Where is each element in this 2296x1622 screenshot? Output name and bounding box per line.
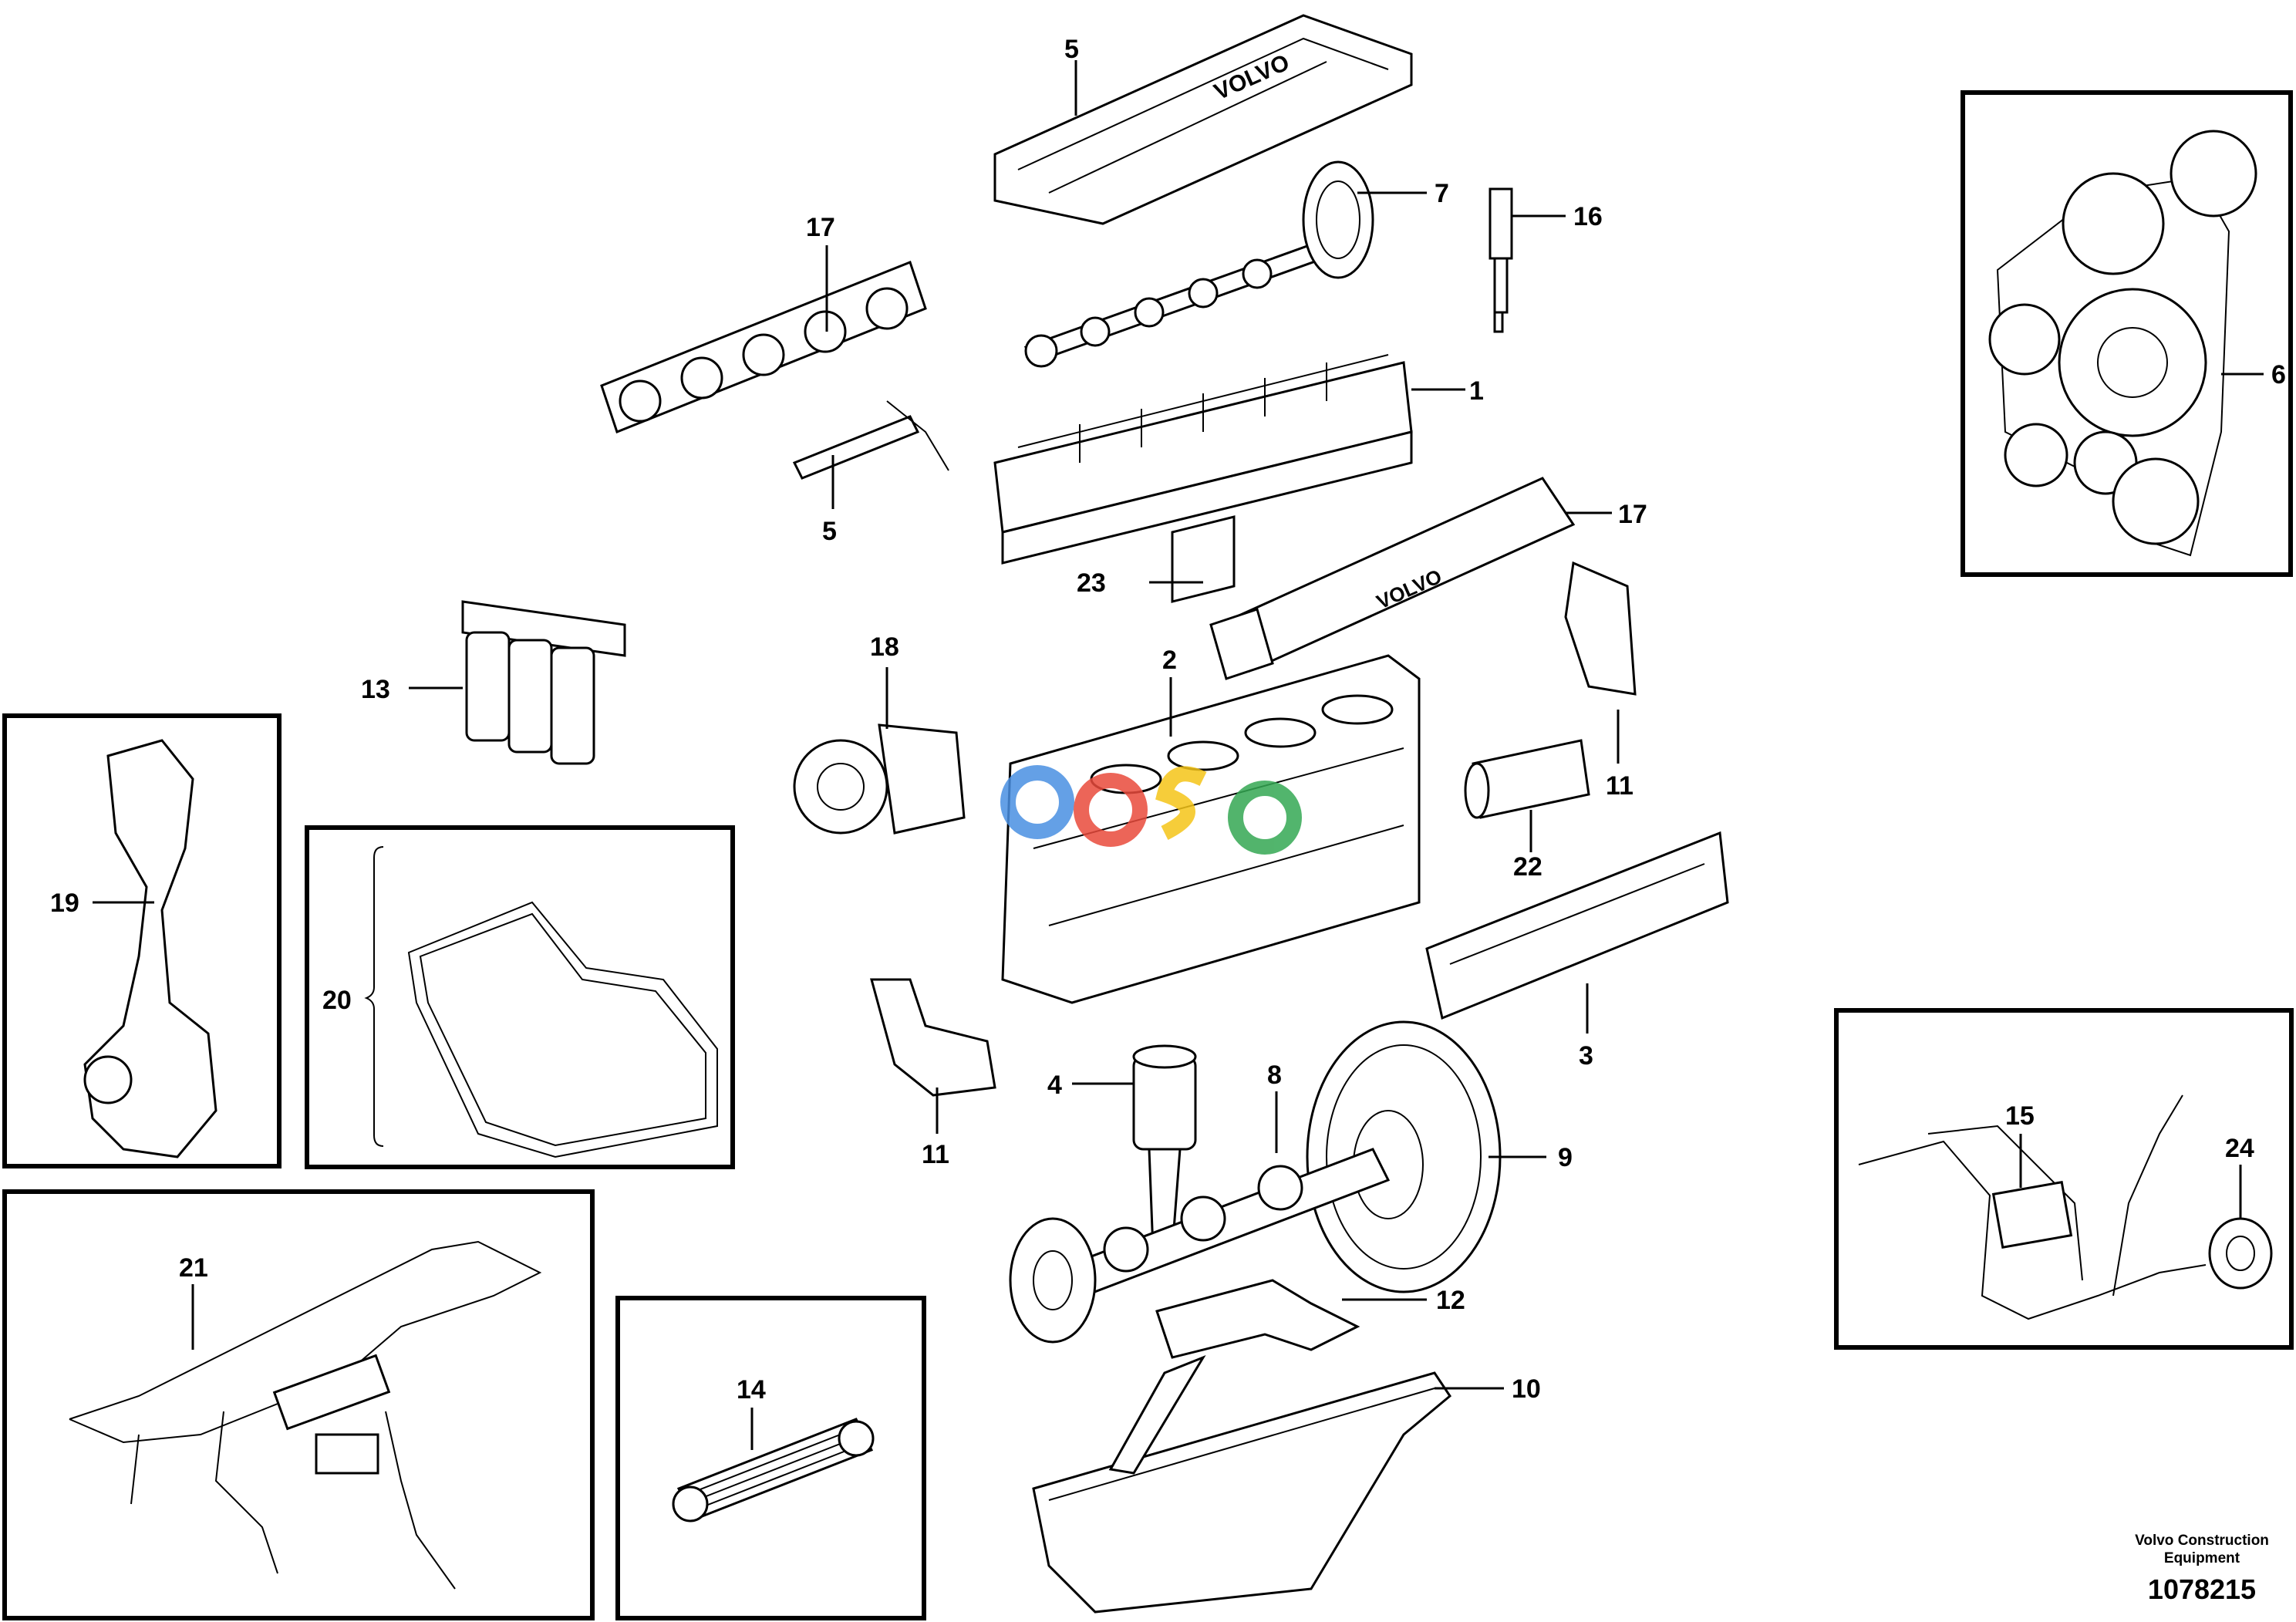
callout-24-feed-pump: 24 — [2225, 1134, 2254, 1163]
callout-8-crankshaft: 8 — [1267, 1061, 1282, 1090]
camshaft — [1023, 160, 1374, 368]
inset-frame-timing-gears — [1961, 90, 2293, 577]
engine-bracket-upper — [1564, 561, 1637, 696]
callout-10-oil-pan: 10 — [1512, 1374, 1541, 1404]
cylinder-head — [993, 354, 1413, 565]
callout-21-wiring-harness: 21 — [179, 1253, 208, 1283]
oil-pan — [1032, 1354, 1451, 1614]
callout-15-fuel-lines: 15 — [2005, 1101, 2035, 1131]
callout-12-oil-pump: 12 — [1436, 1286, 1465, 1315]
callout-5-valve-cover: 5 — [1064, 35, 1079, 64]
inset-frame-wiring-harness — [2, 1189, 595, 1620]
inset-frame-fuel-lines — [1834, 1008, 2294, 1350]
leader-lines — [93, 60, 2264, 1450]
inset-frame-oil-cooler — [615, 1296, 926, 1620]
callout-18-turbocharger: 18 — [870, 632, 899, 662]
fuel-lines — [1858, 1094, 2273, 1320]
sensor — [1171, 515, 1236, 603]
callout-16-injector: 16 — [1573, 202, 1603, 231]
callout-17-intake-manifold: 17 — [1618, 500, 1647, 529]
exhaust-manifold — [600, 261, 927, 433]
cylinder-block — [1001, 654, 1421, 1004]
flywheel — [1306, 1020, 1502, 1293]
callout-3-timing-cover: 3 — [1579, 1041, 1593, 1071]
callout-19-coolant-pipe: 19 — [50, 889, 79, 918]
callout-2-cylinder-block: 2 — [1162, 646, 1177, 675]
callout-23-sensor: 23 — [1077, 568, 1106, 598]
callout-5-rocker-shaft: 5 — [822, 517, 837, 546]
coolant-pipe — [83, 739, 217, 1158]
drive-belt — [364, 846, 718, 1158]
callout-13-fuel-filter: 13 — [361, 675, 390, 704]
callout-11-bracket-lower: 11 — [922, 1140, 949, 1169]
callout-20-drive-belt: 20 — [322, 986, 352, 1015]
cgsc-watermark — [1000, 765, 1302, 855]
inset-frame-coolant-pipe — [2, 713, 282, 1168]
publisher-name: Volvo Construction — [2135, 1533, 2269, 1549]
fuel-filter — [461, 600, 626, 765]
drawing-number: 1078215 — [2147, 1573, 2257, 1605]
callout-7-camshaft: 7 — [1435, 179, 1449, 208]
starter-motor — [1464, 739, 1590, 819]
turbocharger — [793, 723, 966, 835]
intake-manifold: VOLVO — [1209, 477, 1576, 680]
callout-4-piston: 4 — [1047, 1071, 1062, 1100]
valve-cover: VOLVO — [993, 14, 1413, 225]
callout-22-starter-motor: 22 — [1513, 852, 1542, 882]
publisher-name-line2: Equipment — [2163, 1550, 2240, 1566]
callout-1-cylinder-head: 1 — [1469, 376, 1484, 406]
timing-gear-train — [1988, 130, 2257, 557]
callout-6-timing-gears: 6 — [2271, 360, 2286, 389]
injector — [1489, 187, 1513, 333]
oil-cooler — [672, 1418, 875, 1523]
callout-9-flywheel: 9 — [1558, 1143, 1573, 1172]
crankshaft — [1009, 1148, 1391, 1344]
timing-cover — [1425, 831, 1729, 1020]
callout-11-bracket-upper: 11 — [1606, 771, 1633, 801]
rocker-shaft — [792, 400, 949, 480]
wiring-harness — [69, 1240, 542, 1590]
engine-bracket-lower — [870, 978, 996, 1097]
oil-pump — [1155, 1279, 1360, 1359]
callout-17-exhaust-manifold: 17 — [806, 213, 835, 242]
callout-14-oil-cooler: 14 — [737, 1375, 766, 1404]
inset-frame-drive-belt — [305, 825, 735, 1169]
